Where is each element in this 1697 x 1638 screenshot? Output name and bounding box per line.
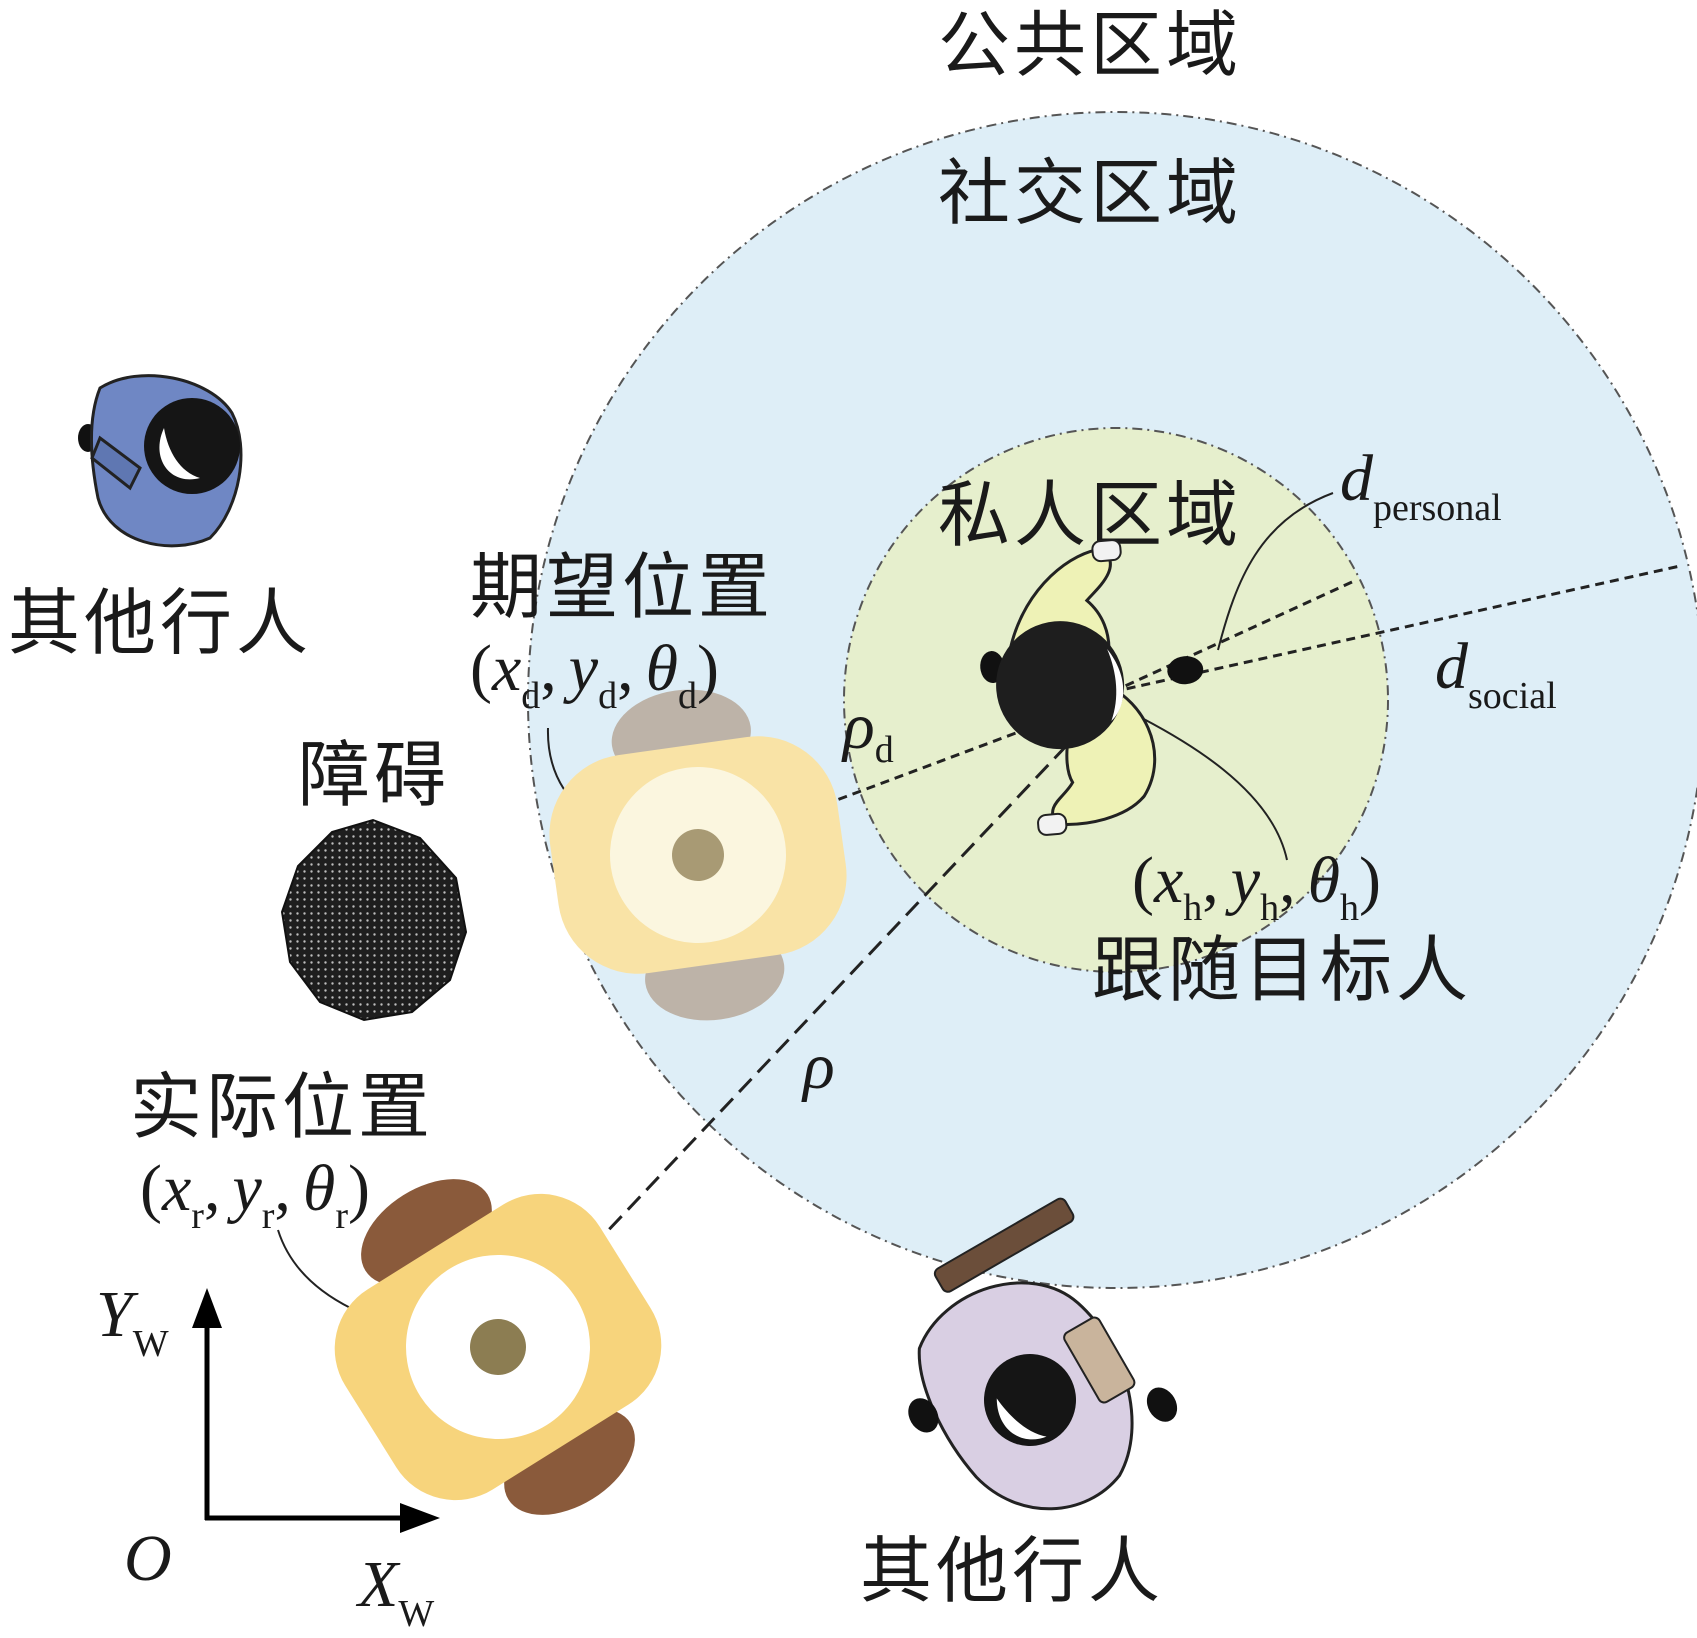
d-personal-label: dpersonal <box>1340 442 1502 529</box>
other-pedestrian-bottom-label: 其他行人 <box>860 1529 1164 1613</box>
other-pedestrian-left-label: 其他行人 <box>8 581 312 665</box>
target-person-hand-top <box>1091 539 1122 563</box>
actual-robot <box>334 1179 662 1515</box>
target-person <box>980 539 1204 836</box>
d-social-line <box>1111 564 1681 694</box>
pedestrian-bottom-foot <box>908 1398 939 1433</box>
actual-tuple: (xr,yr,θr) <box>140 1152 370 1237</box>
pedestrian-bottom-bag <box>933 1197 1075 1293</box>
x-axis-arrow <box>400 1503 440 1533</box>
desired-robot-center <box>672 829 724 881</box>
target-person-foot-right <box>1167 656 1204 685</box>
pedestrian-left-face <box>159 428 200 480</box>
social-zone-label: 社交区域 <box>938 151 1242 235</box>
pedestrian-left-head <box>144 398 240 494</box>
pedestrian-bottom-pack <box>1063 1316 1136 1404</box>
y-axis-arrow <box>192 1288 222 1328</box>
pedestrian-bottom <box>908 1197 1178 1511</box>
actual-robot-center <box>470 1319 526 1375</box>
y-axis-label: YW <box>96 1278 169 1365</box>
obstacle-shape <box>280 818 468 1022</box>
desired-position-label: 期望位置 <box>470 545 774 629</box>
target-person-label: 跟随目标人 <box>1092 928 1472 1012</box>
desired-robot <box>549 689 847 1021</box>
rho-label: ρ <box>801 1030 835 1103</box>
pedestrian-bottom-foot-2 <box>1146 1387 1178 1422</box>
target-person-head <box>996 621 1125 750</box>
rho-d-label: ρd <box>841 690 894 771</box>
pedestrian-left <box>78 374 243 548</box>
obstacle-label: 障碍 <box>298 733 450 817</box>
pedestrian-bottom-face <box>996 1398 1047 1440</box>
pedestrian-left-arm <box>90 435 142 491</box>
origin-label: O <box>124 1522 172 1595</box>
d-social-label: dsocial <box>1435 630 1557 717</box>
personal-zone-label: 私人区域 <box>938 473 1242 557</box>
public-zone-label: 公共区域 <box>938 3 1242 87</box>
target-person-face <box>1107 648 1124 721</box>
d-personal-leader <box>1217 492 1334 651</box>
target-person-hand-bottom <box>1037 812 1068 836</box>
target-tuple: (xh,yh,θh) <box>1132 844 1381 929</box>
desired-tuple: (xd,yd,θd) <box>470 632 719 717</box>
actual-position-label: 实际位置 <box>130 1065 434 1149</box>
x-axis-label: XW <box>355 1548 434 1635</box>
